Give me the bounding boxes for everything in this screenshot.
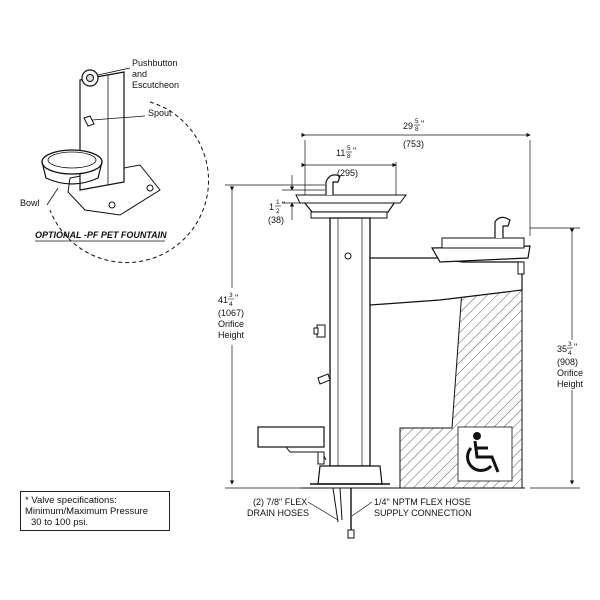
low-orifice-num: 3 [568, 341, 572, 348]
valve-note-line-1: * Valve specifications: [25, 495, 117, 506]
overall-width-den: 8 [415, 126, 419, 133]
spout-icon [83, 115, 95, 127]
svg-text:": " [421, 119, 424, 129]
overall-width-whole: 29 [403, 121, 413, 131]
dimension-texts: 29 5 8 " (753) 11 5 8 " (295) 1 1 2 " (3… [218, 118, 584, 389]
supply-hose-label-2: SUPPLY CONNECTION [374, 508, 472, 518]
svg-text:": " [282, 200, 285, 210]
upper-reach-num: 5 [347, 145, 351, 152]
drain-hose-label-1: (2) 7/8" FLEX [253, 497, 307, 507]
low-orifice-whole: 35 [557, 344, 567, 354]
svg-text:": " [574, 342, 577, 352]
wheelchair-accessibility-icon [466, 432, 500, 473]
high-orifice-den: 4 [229, 301, 233, 308]
spout-label: Spout [148, 108, 172, 118]
bowl-height-den: 2 [276, 208, 280, 215]
upper-reach-den: 8 [347, 153, 351, 160]
drain-hose-label-2: DRAIN HOSES [247, 508, 309, 518]
high-orifice-mm: (1067) [218, 308, 244, 318]
pushbutton-label-3: Escutcheon [132, 80, 179, 90]
low-orifice-den: 4 [568, 350, 572, 357]
high-orifice-label-2: Height [218, 330, 245, 340]
pet-fountain-inset: Pushbutton and Escutcheon Spout Bowl OPT… [20, 58, 210, 264]
supply-hose-label-1: 1/4" NPTM FLEX HOSE [374, 497, 471, 507]
dimension-lines [225, 132, 580, 521]
valve-specification-note: * Valve specifications: Minimum/Maximum … [20, 491, 170, 531]
optional-pet-fountain-title: OPTIONAL -PF PET FOUNTAIN [35, 230, 167, 240]
overall-width-mm: (753) [403, 139, 424, 149]
bowl-height-whole: 1 [269, 202, 274, 212]
bowl-height-num: 1 [276, 199, 280, 206]
hose-labels: (2) 7/8" FLEX DRAIN HOSES 1/4" NPTM FLEX… [247, 497, 472, 518]
bowl-height-mm: (38) [268, 215, 284, 225]
svg-text:": " [353, 146, 356, 156]
valve-note-line-2: Minimum/Maximum Pressure [25, 506, 148, 517]
high-orifice-label-1: Orifice [218, 319, 244, 329]
low-orifice-label-1: Orifice [557, 368, 583, 378]
upper-reach-mm: (295) [337, 168, 358, 178]
pushbutton-label-2: and [132, 69, 147, 79]
bowl-label: Bowl [20, 198, 40, 208]
low-orifice-label-2: Height [557, 379, 584, 389]
valve-note-line-3: 30 to 100 psi. [31, 517, 89, 528]
high-orifice-whole: 41 [218, 295, 228, 305]
upper-reach-whole: 11 [336, 148, 345, 158]
pushbutton-label-1: Pushbutton [132, 58, 178, 68]
low-orifice-mm: (908) [557, 357, 578, 367]
wall-section [399, 289, 523, 489]
overall-width-num: 5 [415, 118, 419, 125]
high-orifice-num: 3 [229, 292, 233, 299]
svg-text:": " [235, 293, 238, 303]
pedestal-fountain [257, 174, 531, 539]
